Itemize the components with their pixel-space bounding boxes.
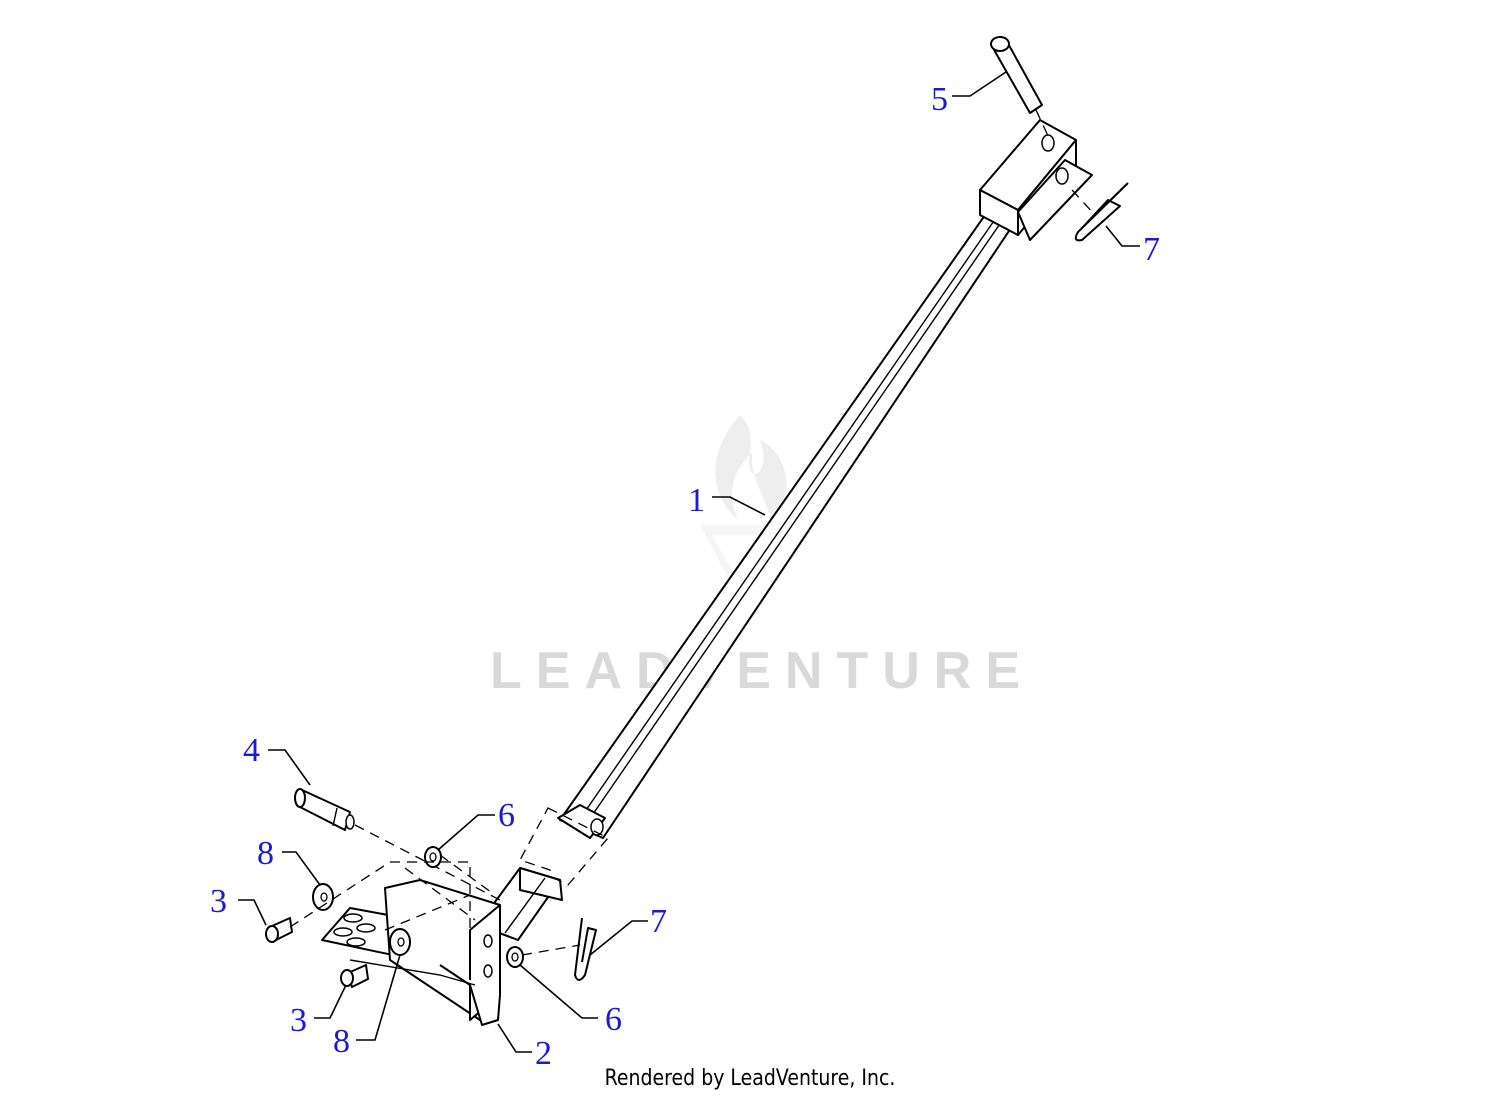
part-3-bolt-lower [340,964,369,988]
part-5-clevis-pin [990,36,1051,141]
part-4-clevis-pin [294,788,501,901]
part-8-washer-lower [389,928,411,956]
callout-1: 1 [688,482,705,519]
part-7-hairpin-clip-upper [1071,182,1129,242]
callout-2: 2 [535,1035,552,1072]
assembly-lines [289,854,581,956]
callout-7-lower: 7 [650,903,667,940]
callout-3-upper: 3 [210,883,227,920]
callout-7-upper: 7 [1143,231,1160,268]
upper-clevis-bracket [979,119,1093,241]
callout-6-upper: 6 [498,797,515,834]
callout-3-lower: 3 [290,1002,307,1039]
leader-lines [238,71,1140,1053]
callouts: 1 2 3 3 4 5 6 6 7 7 8 8 [210,81,1160,1072]
callout-4: 4 [243,732,260,769]
footer-credit: Rendered by LeadVenture, Inc. [604,1066,896,1091]
part-1-tube [557,207,1016,839]
part-6-nut-lower [506,946,524,968]
part-2-mounting-bracket [321,879,501,1026]
part-7-hairpin-clip-lower [574,917,597,981]
part-8-washer-upper [312,883,334,911]
callout-8-lower: 8 [333,1023,350,1060]
callout-5: 5 [931,81,948,118]
callout-6-lower: 6 [605,1001,622,1038]
callout-8-upper: 8 [257,835,274,872]
watermark-text: LEADVENTURE [490,642,1034,700]
part-3-bolt-upper [265,917,293,943]
part-6-nut-upper [424,846,442,868]
